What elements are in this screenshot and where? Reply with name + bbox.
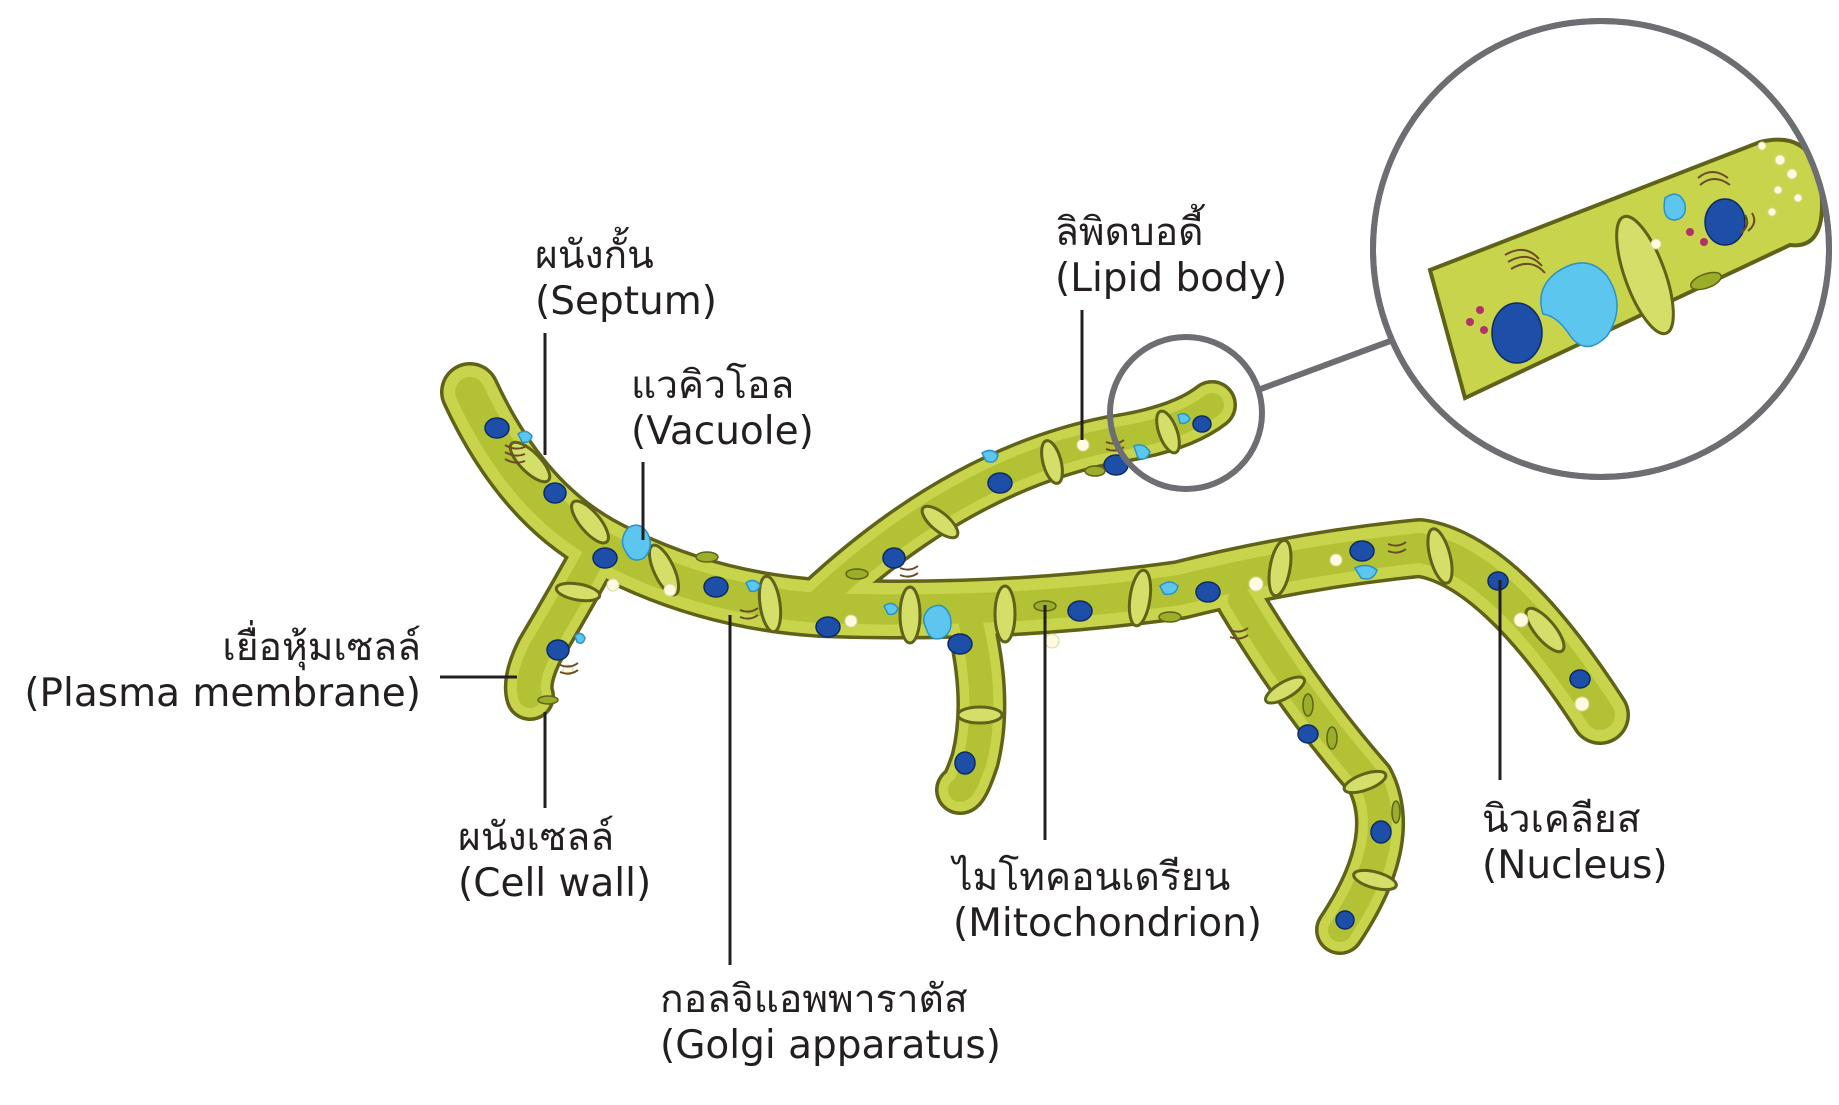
zoom-connector	[1258, 340, 1393, 390]
label-golgi-en: (Golgi apparatus)	[660, 1023, 1001, 1069]
zoomed-golgi-vesicle	[1466, 318, 1474, 326]
label-nucleus: นิวเคลียส (Nucleus)	[1482, 797, 1668, 889]
nucleus	[1488, 572, 1508, 590]
lipid-body	[1045, 634, 1059, 648]
septum	[958, 707, 1002, 723]
label-mitochondrion: ไมโทคอนเดรียน (Mitochondrion)	[953, 855, 1262, 947]
zoomed-vacuole	[1664, 194, 1685, 220]
vacuole	[924, 605, 951, 639]
nucleus	[1570, 670, 1590, 688]
lipid-body	[1575, 697, 1589, 711]
nucleus	[704, 577, 728, 597]
zoomed-nucleus	[1492, 303, 1542, 363]
vacuole	[1178, 414, 1190, 424]
label-nucleus-en: (Nucleus)	[1482, 843, 1668, 889]
label-golgi-thai: กอลจิแอพพาราตัส	[660, 977, 1001, 1023]
lipid-body	[664, 584, 676, 596]
lipid-body	[845, 615, 857, 627]
nucleus	[1298, 725, 1318, 743]
mitochondrion	[1392, 801, 1400, 823]
lipid-body	[1249, 577, 1263, 591]
label-lipid-body: ลิพิดบอดี้ (Lipid body)	[1055, 210, 1287, 302]
label-cell-wall: ผนังเซลล์ (Cell wall)	[458, 815, 651, 907]
label-mitochondrion-thai: ไมโทคอนเดรียน	[953, 855, 1262, 901]
nucleus	[1193, 416, 1211, 432]
label-septum-en: (Septum)	[535, 279, 717, 325]
mitochondrion	[1085, 466, 1105, 476]
lipid-body	[1330, 554, 1342, 566]
zoomed-lipid-body	[1774, 186, 1782, 194]
label-lipid-body-thai: ลิพิดบอดี้	[1055, 210, 1287, 256]
nucleus	[544, 483, 566, 503]
zoomed-lipid-body	[1794, 194, 1802, 202]
nucleus	[547, 640, 569, 660]
label-septum-thai: ผนังกั้น	[535, 233, 717, 279]
vacuole	[575, 633, 585, 643]
label-vacuole-thai: แวคิวโอล	[631, 363, 814, 409]
mitochondrion	[1303, 694, 1313, 716]
zoomed-nucleus	[1705, 199, 1745, 245]
nucleus	[485, 418, 509, 438]
nucleus	[955, 752, 975, 774]
mitochondrion	[846, 569, 868, 579]
zoomed-lipid-body	[1787, 169, 1797, 179]
label-septum: ผนังกั้น (Septum)	[535, 233, 717, 325]
label-nucleus-thai: นิวเคลียส	[1482, 797, 1668, 843]
nucleus	[1350, 541, 1374, 561]
zoomed-lipid-body	[1768, 208, 1776, 216]
label-plasma-membrane-en: (Plasma membrane)	[24, 671, 421, 717]
nucleus	[988, 473, 1012, 493]
zoomed-lipid-body	[1775, 155, 1785, 165]
lipid-body	[1514, 613, 1528, 627]
mitochondrion	[1159, 612, 1181, 622]
lipid-body	[1077, 439, 1089, 451]
nucleus	[816, 617, 840, 637]
nucleus	[883, 548, 905, 568]
zoomed-lipid-body	[1651, 239, 1661, 249]
mitochondrion	[538, 696, 558, 704]
label-mitochondrion-en: (Mitochondrion)	[953, 901, 1262, 947]
label-lipid-body-en: (Lipid body)	[1055, 256, 1287, 302]
golgi-apparatus	[900, 566, 918, 577]
nucleus	[1336, 911, 1354, 929]
zoomed-golgi-vesicle	[1480, 326, 1488, 334]
label-cell-wall-en: (Cell wall)	[458, 861, 651, 907]
label-plasma-membrane: เยื่อหุ้มเซลล์ (Plasma membrane)	[24, 625, 421, 717]
vacuole	[1160, 582, 1178, 594]
label-vacuole: แวคิวโอล (Vacuole)	[631, 363, 814, 455]
lipid-body	[607, 579, 619, 591]
zoomed-golgi-vesicle	[1700, 238, 1708, 246]
nucleus	[1196, 582, 1220, 602]
septum	[995, 586, 1015, 642]
nucleus	[1068, 601, 1092, 621]
label-plasma-membrane-thai: เยื่อหุ้มเซลล์	[24, 625, 421, 671]
label-vacuole-en: (Vacuole)	[631, 409, 814, 455]
nucleus	[948, 634, 972, 654]
nucleus	[593, 548, 617, 568]
mitochondrion	[696, 552, 718, 562]
zoomed-golgi-vesicle	[1686, 228, 1694, 236]
zoomed-golgi-vesicle	[1476, 306, 1484, 314]
label-cell-wall-thai: ผนังเซลล์	[458, 815, 651, 861]
mitochondrion	[1327, 727, 1337, 749]
zoomed-lipid-body	[1758, 142, 1766, 150]
label-golgi: กอลจิแอพพาราตัส (Golgi apparatus)	[660, 977, 1001, 1069]
septum	[900, 587, 920, 643]
nucleus	[1371, 821, 1391, 843]
